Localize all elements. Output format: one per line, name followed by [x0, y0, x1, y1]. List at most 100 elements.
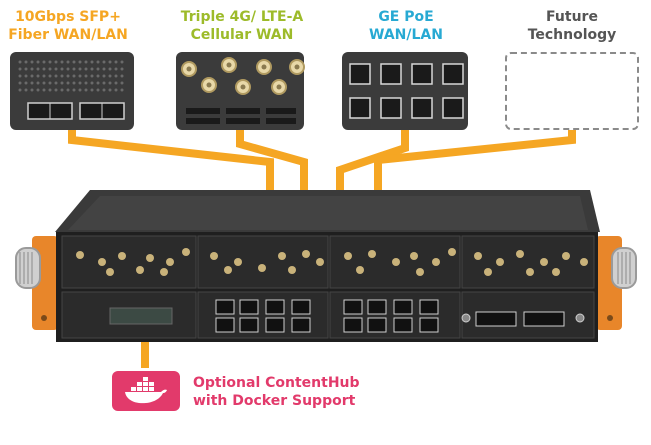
vent-dot: [54, 67, 58, 71]
device-antenna-connectors: [76, 248, 588, 276]
vent-dot: [84, 60, 88, 64]
vent-dot: [114, 88, 118, 92]
vent-dot: [114, 67, 118, 71]
module-label-poe: GE PoE WAN/LAN: [338, 8, 474, 44]
sfp-vent-dots: [18, 60, 124, 92]
vent-dot: [78, 67, 82, 71]
vent-dot: [102, 60, 106, 64]
vent-dot: [36, 81, 40, 85]
vent-dot: [42, 67, 46, 71]
antenna-connectors-icon: [181, 57, 305, 124]
vent-dot: [72, 81, 76, 85]
arrow-sfp: [68, 130, 274, 210]
vent-dot: [66, 67, 70, 71]
vent-dot: [60, 74, 64, 78]
vent-dot: [90, 60, 94, 64]
contenthub-label: Optional ContentHub with Docker Support: [193, 374, 360, 410]
vent-dot: [30, 88, 34, 92]
module-label-lte: Triple 4G/ LTE-A Cellular WAN: [172, 8, 312, 44]
rack-ear-right: [596, 236, 637, 330]
vent-dot: [36, 74, 40, 78]
future-module-slot: [505, 52, 639, 130]
vent-dot: [24, 74, 28, 78]
vent-dot: [66, 81, 70, 85]
vent-dot: [48, 88, 52, 92]
vent-dot: [90, 81, 94, 85]
vent-dot: [78, 60, 82, 64]
vent-dot: [96, 67, 100, 71]
vent-dot: [102, 81, 106, 85]
vent-dot: [30, 81, 34, 85]
device-sfp-ports: [461, 311, 585, 327]
module-label-sfp: 10Gbps SFP+ Fiber WAN/LAN: [0, 8, 136, 44]
vent-dot: [108, 74, 112, 78]
rj45-ports-icon: [349, 63, 464, 119]
vent-dot: [24, 60, 28, 64]
vent-dot: [36, 67, 40, 71]
module-label-lte-line2: Cellular WAN: [190, 27, 294, 43]
sfp-ports-icon: [27, 102, 125, 120]
vent-dot: [114, 60, 118, 64]
vent-dot: [30, 67, 34, 71]
vent-dot: [18, 88, 22, 92]
vent-dot: [102, 88, 106, 92]
vent-dot: [120, 81, 124, 85]
vent-dot: [96, 88, 100, 92]
vent-dot: [72, 67, 76, 71]
arrow-lte: [236, 130, 308, 210]
module-label-future: Future Technology: [504, 8, 640, 44]
vent-dot: [114, 74, 118, 78]
vent-dot: [30, 74, 34, 78]
docker-whale-icon: [125, 377, 167, 404]
vent-dot: [54, 60, 58, 64]
docker-badge: [112, 371, 180, 411]
vent-dot: [18, 74, 22, 78]
module-label-lte-line1: Triple 4G/ LTE-A: [180, 9, 304, 25]
contenthub-label-line1: Optional ContentHub: [193, 375, 360, 391]
vent-dot: [120, 67, 124, 71]
vent-dot: [54, 74, 58, 78]
vent-dot: [54, 88, 58, 92]
vent-dot: [24, 88, 28, 92]
vent-dot: [108, 81, 112, 85]
vent-dot: [18, 60, 22, 64]
vent-dot: [108, 67, 112, 71]
module-label-sfp-line1: 10Gbps SFP+: [15, 9, 121, 25]
vent-dot: [72, 88, 76, 92]
vent-dot: [84, 81, 88, 85]
rack-ear-left: [15, 236, 58, 330]
vent-dot: [120, 88, 124, 92]
vent-dot: [90, 88, 94, 92]
vent-dot: [96, 60, 100, 64]
vent-dot: [66, 88, 70, 92]
vent-dot: [102, 67, 106, 71]
vent-dot: [120, 60, 124, 64]
module-label-poe-line2: WAN/LAN: [369, 27, 443, 43]
vent-dot: [84, 67, 88, 71]
vent-dot: [60, 88, 64, 92]
vent-dot: [18, 67, 22, 71]
vent-dot: [42, 81, 46, 85]
device-rj45-ports: [215, 299, 439, 333]
vent-dot: [42, 60, 46, 64]
vent-dot: [48, 60, 52, 64]
module-label-future-line2: Technology: [527, 27, 617, 43]
lte-module-row: [61, 235, 595, 289]
vent-dot: [108, 88, 112, 92]
vent-dot: [60, 60, 64, 64]
vent-dot: [108, 60, 112, 64]
vent-dot: [36, 88, 40, 92]
vent-dot: [102, 74, 106, 78]
vent-dot: [72, 60, 76, 64]
vent-dot: [72, 74, 76, 78]
vent-dot: [24, 81, 28, 85]
vent-dot: [48, 81, 52, 85]
vent-dot: [120, 74, 124, 78]
vent-dot: [114, 81, 118, 85]
vent-dot: [66, 60, 70, 64]
vent-dot: [60, 67, 64, 71]
vent-dot: [66, 74, 70, 78]
vent-dot: [60, 81, 64, 85]
contenthub-label-line2: with Docker Support: [193, 393, 356, 409]
module-label-future-line1: Future: [546, 9, 598, 25]
